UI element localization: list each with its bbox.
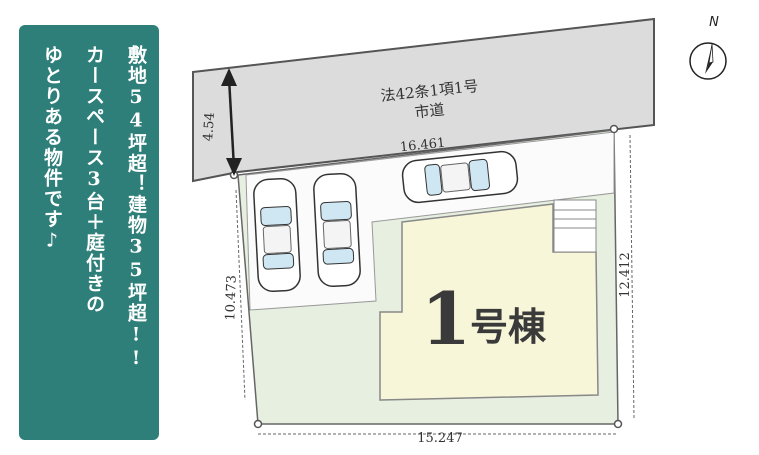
callout-line-1: 敷地54坪超！建物35坪超!! — [125, 45, 147, 371]
parked-car-2-icon — [313, 172, 361, 288]
left-dimension-line — [235, 189, 246, 401]
building-number: 1 — [421, 276, 471, 361]
road-width-label: 4.54 — [201, 112, 218, 142]
top-dimension-label: 16.461 — [399, 136, 446, 156]
right-dimension-label: 12.412 — [618, 252, 633, 298]
road-area — [192, 17, 655, 183]
road-label-2: 市道 — [414, 101, 446, 122]
building-label: 号棟 — [470, 304, 547, 349]
parked-car-1-icon — [253, 177, 301, 293]
north-label: N — [709, 15, 719, 30]
north-compass-icon: N — [689, 15, 727, 80]
left-dimension-label: 10.473 — [223, 275, 240, 321]
parked-car-3-icon — [401, 150, 519, 204]
callout-line-2: カースペース3台＋庭付きの — [83, 45, 105, 315]
boundary-post-icons — [229, 124, 623, 429]
building-footprint — [379, 203, 599, 401]
road-width-arrow-icon — [221, 68, 242, 176]
right-dimension-line — [629, 134, 635, 419]
feature-callout-box: 敷地54坪超！建物35坪超!! カースペース3台＋庭付きの ゆとりある物件です♪ — [19, 25, 159, 440]
callout-line-3: ゆとりある物件です♪ — [41, 45, 63, 253]
entrance-steps-icon — [553, 199, 597, 253]
bottom-dimension-label: 15.247 — [417, 431, 463, 446]
parked-cars — [253, 150, 519, 293]
